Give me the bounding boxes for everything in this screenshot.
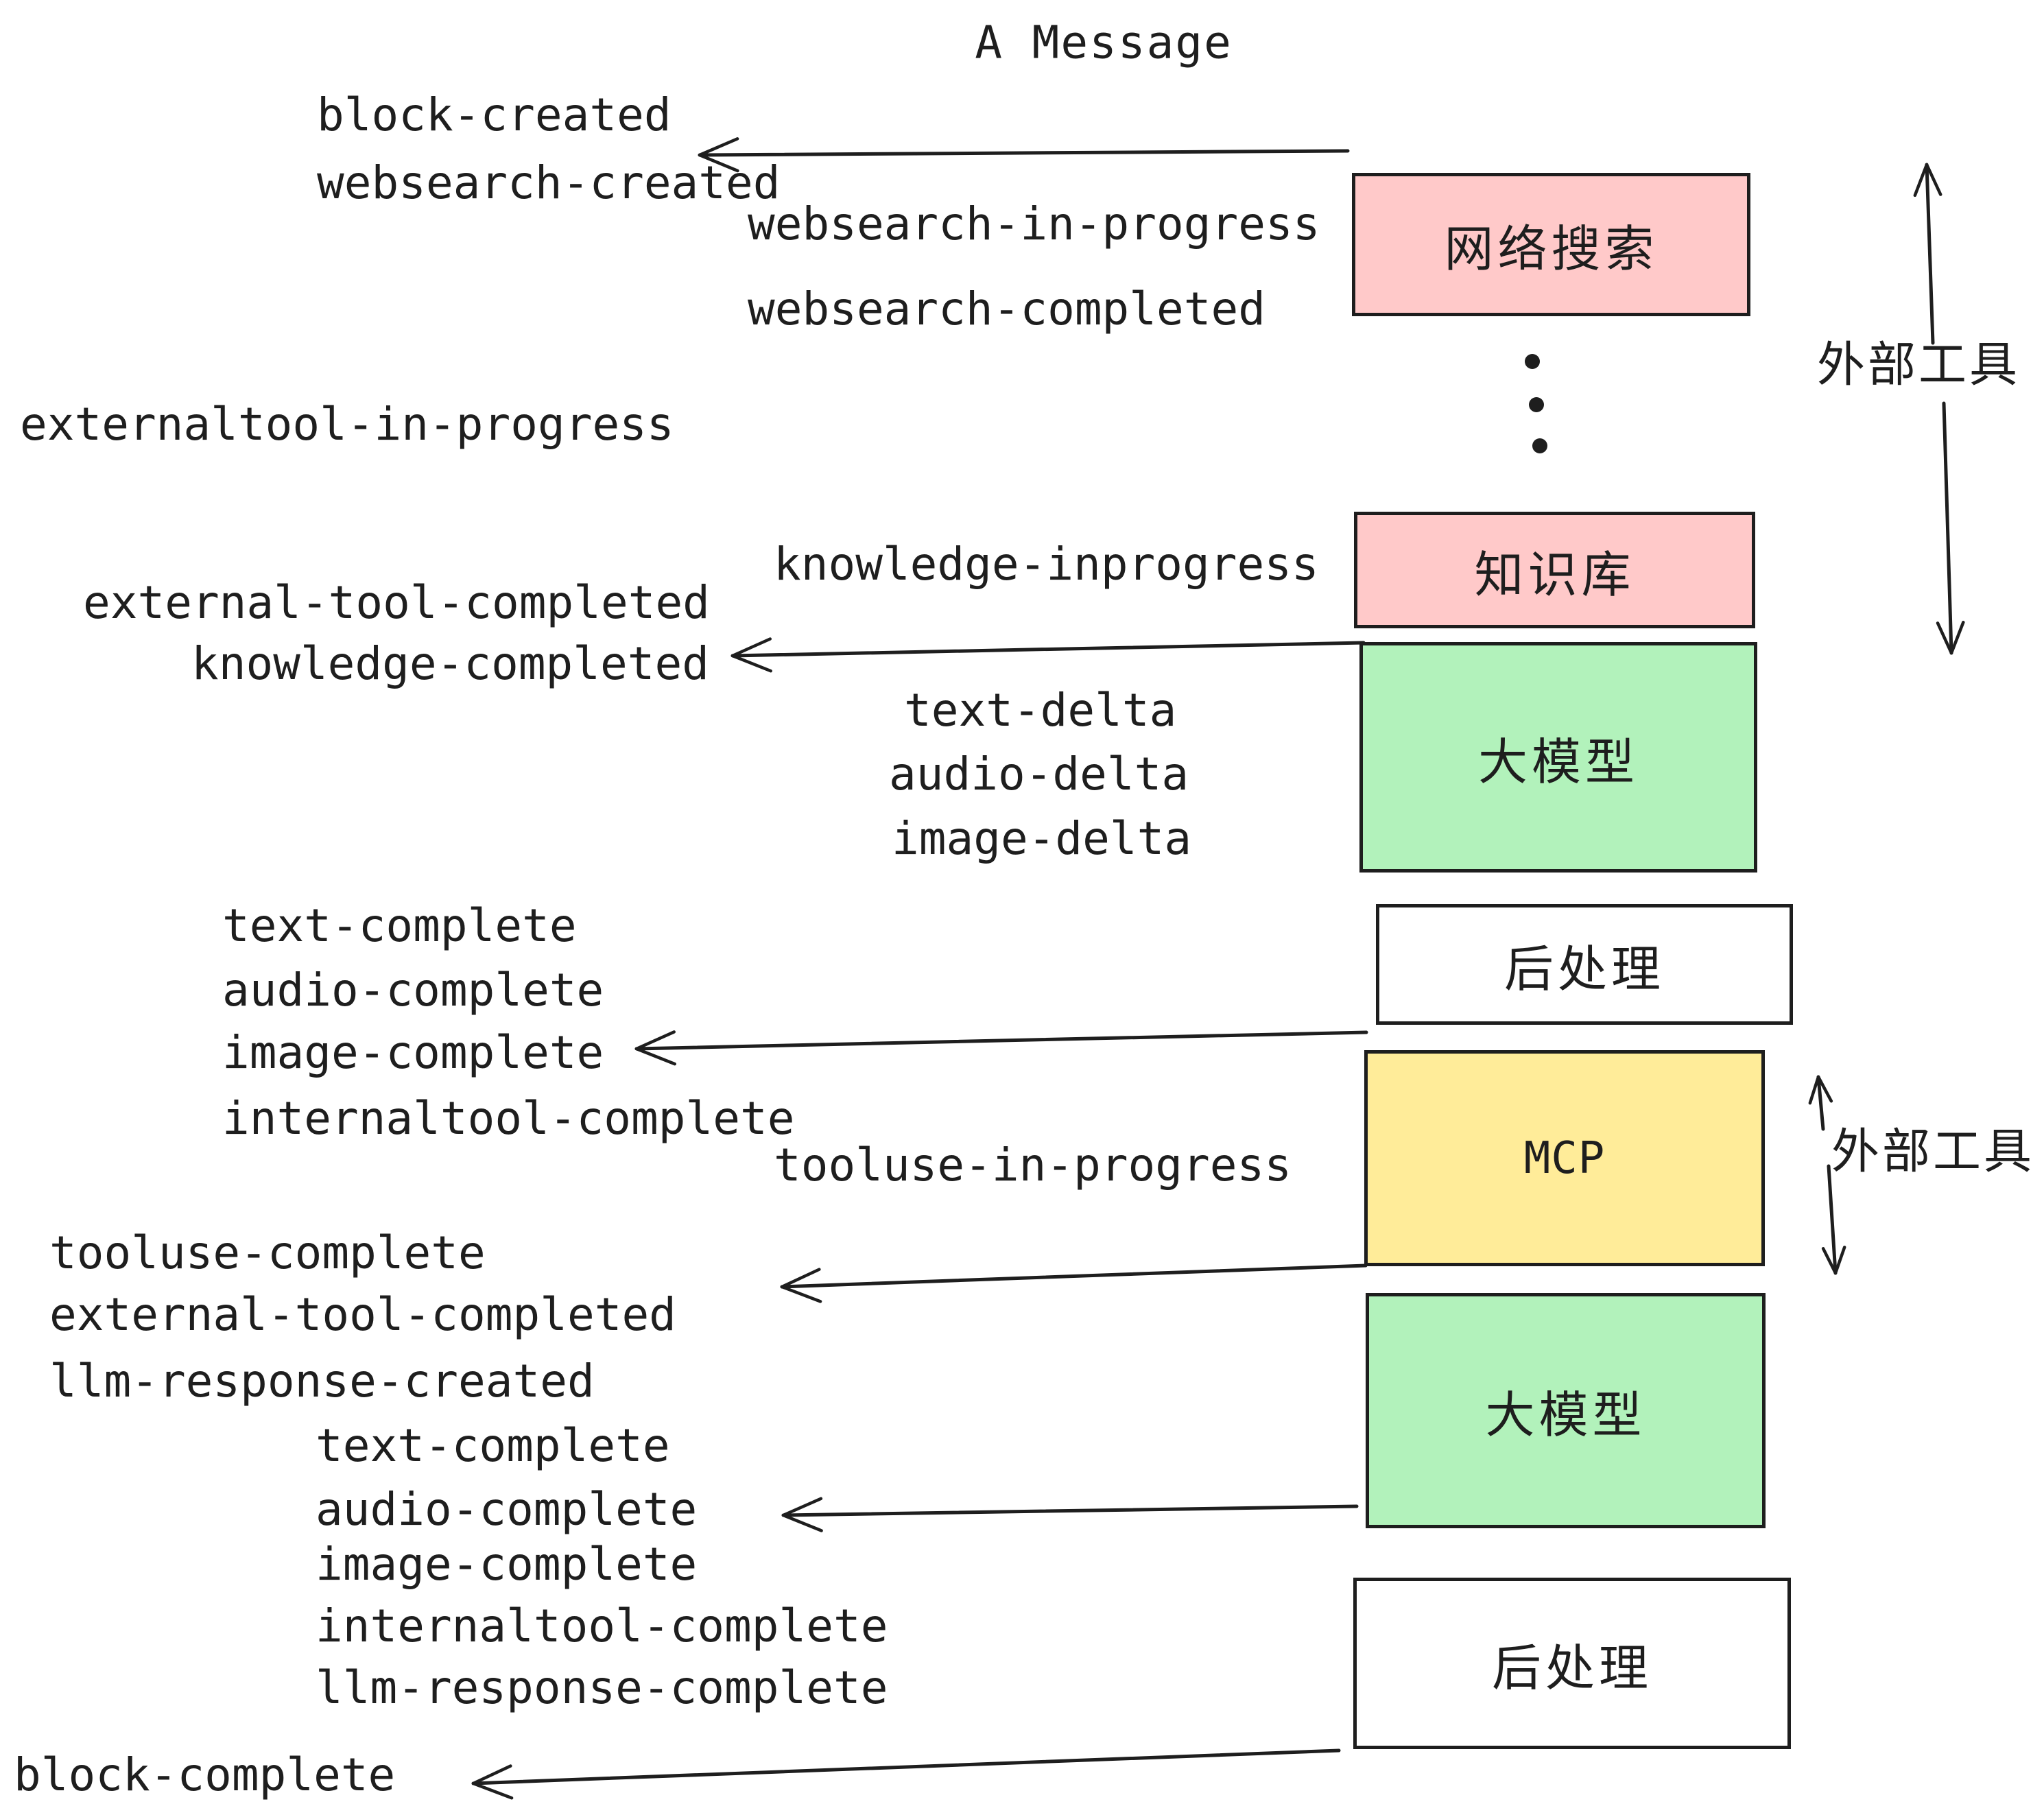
- arrow-to-knowledge-completed: [730, 637, 1366, 673]
- event-label: knowledge-completed: [191, 637, 709, 691]
- process-box-label: 大模型: [1485, 1388, 1646, 1443]
- event-label: text-complete: [222, 899, 577, 953]
- process-box: 知识库: [1354, 512, 1755, 628]
- event-label: audio-complete: [316, 1483, 698, 1536]
- event-label: block-created: [317, 88, 672, 142]
- event-label: knowledge-inprogress: [774, 538, 1319, 591]
- process-box: 大模型: [1359, 642, 1757, 873]
- process-box: 后处理: [1376, 904, 1793, 1025]
- arrow-to-image-complete: [634, 1030, 1368, 1066]
- arrow-to-block-complete: [471, 1748, 1341, 1800]
- event-label: websearch-completed: [748, 283, 1265, 336]
- event-label: text-delta: [904, 684, 1177, 737]
- arrow-to-tooluse-complete: [780, 1263, 1368, 1303]
- event-label: audio-complete: [222, 964, 604, 1017]
- process-box-label: 网络搜索: [1444, 222, 1659, 277]
- ellipsis-dot-icon: [1525, 354, 1540, 369]
- ellipsis-dot-icon: [1529, 397, 1544, 412]
- event-label: tooluse-in-progress: [774, 1139, 1292, 1192]
- event-label: websearch-in-progress: [748, 198, 1320, 251]
- process-box: 大模型: [1366, 1293, 1766, 1528]
- event-label: llm-response-created: [49, 1355, 595, 1408]
- process-box-label: 知识库: [1474, 547, 1635, 603]
- external-tool-down-arrow-1: [1936, 401, 1965, 655]
- event-label: image-delta: [892, 812, 1192, 866]
- event-label: websearch-created: [317, 156, 781, 210]
- event-label: external-tool-completed: [83, 576, 710, 630]
- process-box-label: 后处理: [1491, 1641, 1652, 1696]
- event-label: image-complete: [222, 1026, 604, 1080]
- process-box: 后处理: [1353, 1578, 1791, 1749]
- arrow-to-block-created: [698, 137, 1350, 173]
- arrow-to-audio-complete: [781, 1497, 1359, 1532]
- event-label: internaltool-complete: [222, 1092, 795, 1146]
- process-box: MCP: [1364, 1050, 1765, 1266]
- ellipsis-dot-icon: [1532, 438, 1547, 453]
- event-label: image-complete: [316, 1538, 698, 1591]
- external-tool-up-arrow-2: [1808, 1075, 1833, 1131]
- event-label: text-complete: [316, 1419, 670, 1473]
- event-label: llm-response-complete: [316, 1661, 888, 1715]
- event-label: externaltool-in-progress: [20, 398, 674, 451]
- external-tools-label: 外部工具: [1831, 1124, 2034, 1178]
- event-label: audio-delta: [889, 748, 1189, 801]
- external-tool-up-arrow-1: [1913, 163, 1942, 345]
- process-box-label: 后处理: [1504, 942, 1665, 997]
- event-label: external-tool-completed: [49, 1288, 676, 1342]
- external-tools-label: 外部工具: [1817, 337, 2020, 392]
- process-box-label: 大模型: [1477, 735, 1639, 790]
- process-box: 网络搜索: [1352, 173, 1750, 316]
- event-label: block-complete: [14, 1748, 396, 1802]
- process-box-label: MCP: [1523, 1132, 1606, 1184]
- event-label: internaltool-complete: [316, 1600, 888, 1653]
- diagram-title: A Message: [975, 16, 1233, 69]
- event-label: tooluse-complete: [49, 1226, 486, 1280]
